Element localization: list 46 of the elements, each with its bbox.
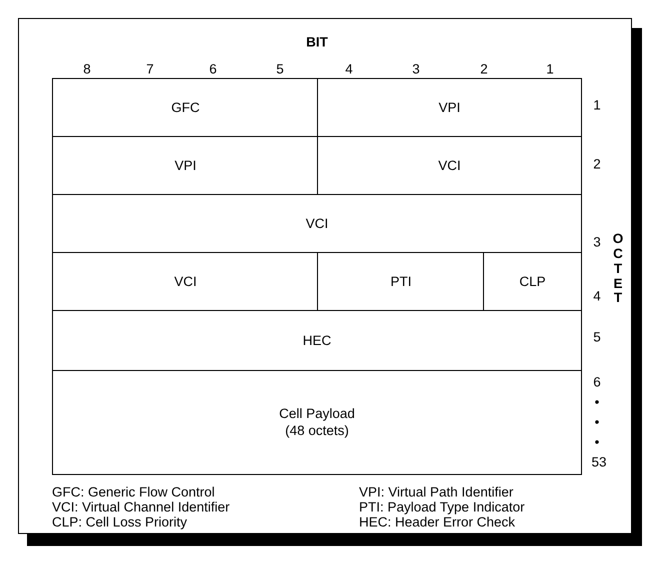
field-name: VCI (174, 274, 197, 290)
axis-title: BIT (306, 36, 328, 50)
abbreviation-note: CLP: Cell Loss Priority (52, 516, 188, 530)
header-field (317, 252, 485, 312)
axis-number: • (594, 396, 600, 410)
header-field (52, 252, 319, 312)
axis-number: 3 (593, 236, 601, 250)
axis-number: 3 (412, 62, 420, 78)
field-name: CLP (519, 274, 546, 290)
header-field (52, 78, 319, 138)
header-field (52, 136, 319, 196)
axis-number: 2 (593, 158, 601, 172)
field-name: GFC (171, 100, 200, 116)
axis-number: 7 (146, 62, 154, 78)
axis-title: OCTET (612, 232, 624, 306)
header-field (317, 136, 582, 196)
abbreviation-note: HEC: Header Error Check (359, 516, 516, 530)
axis-number: 4 (345, 62, 353, 78)
abbreviation-note: GFC: Generic Flow Control (52, 486, 215, 500)
field-name: VPI (174, 158, 196, 174)
field-name: HEC (302, 332, 332, 350)
axis-number: • (594, 416, 600, 430)
field-name: VCI (306, 216, 328, 232)
field-name: PTI (390, 274, 412, 290)
axis-number: 6 (593, 376, 601, 390)
abbreviation-note: PTI: Payload Type Indicator (359, 500, 525, 516)
header-field (52, 310, 582, 372)
axis-number: 8 (83, 62, 91, 78)
header-field (52, 194, 582, 254)
header-field (52, 370, 582, 475)
field-name: VPI (438, 100, 460, 116)
abbreviation-note: VPI: Virtual Path Identifier (359, 486, 514, 500)
field-name: Cell Payload (48 octets) (278, 406, 356, 440)
axis-number: 4 (593, 290, 601, 304)
axis-number: 53 (591, 456, 607, 470)
axis-number: 1 (593, 98, 601, 114)
axis-number: 6 (209, 62, 217, 78)
header-field (483, 252, 582, 312)
axis-number: 5 (276, 62, 284, 78)
axis-number: 5 (593, 330, 601, 346)
abbreviation-note: VCI: Virtual Channel Identifier (52, 500, 230, 516)
axis-number: 2 (480, 62, 488, 78)
header-field (317, 78, 582, 138)
axis-number: 1 (546, 62, 554, 78)
axis-number: • (594, 436, 600, 450)
field-name: VCI (438, 158, 461, 174)
